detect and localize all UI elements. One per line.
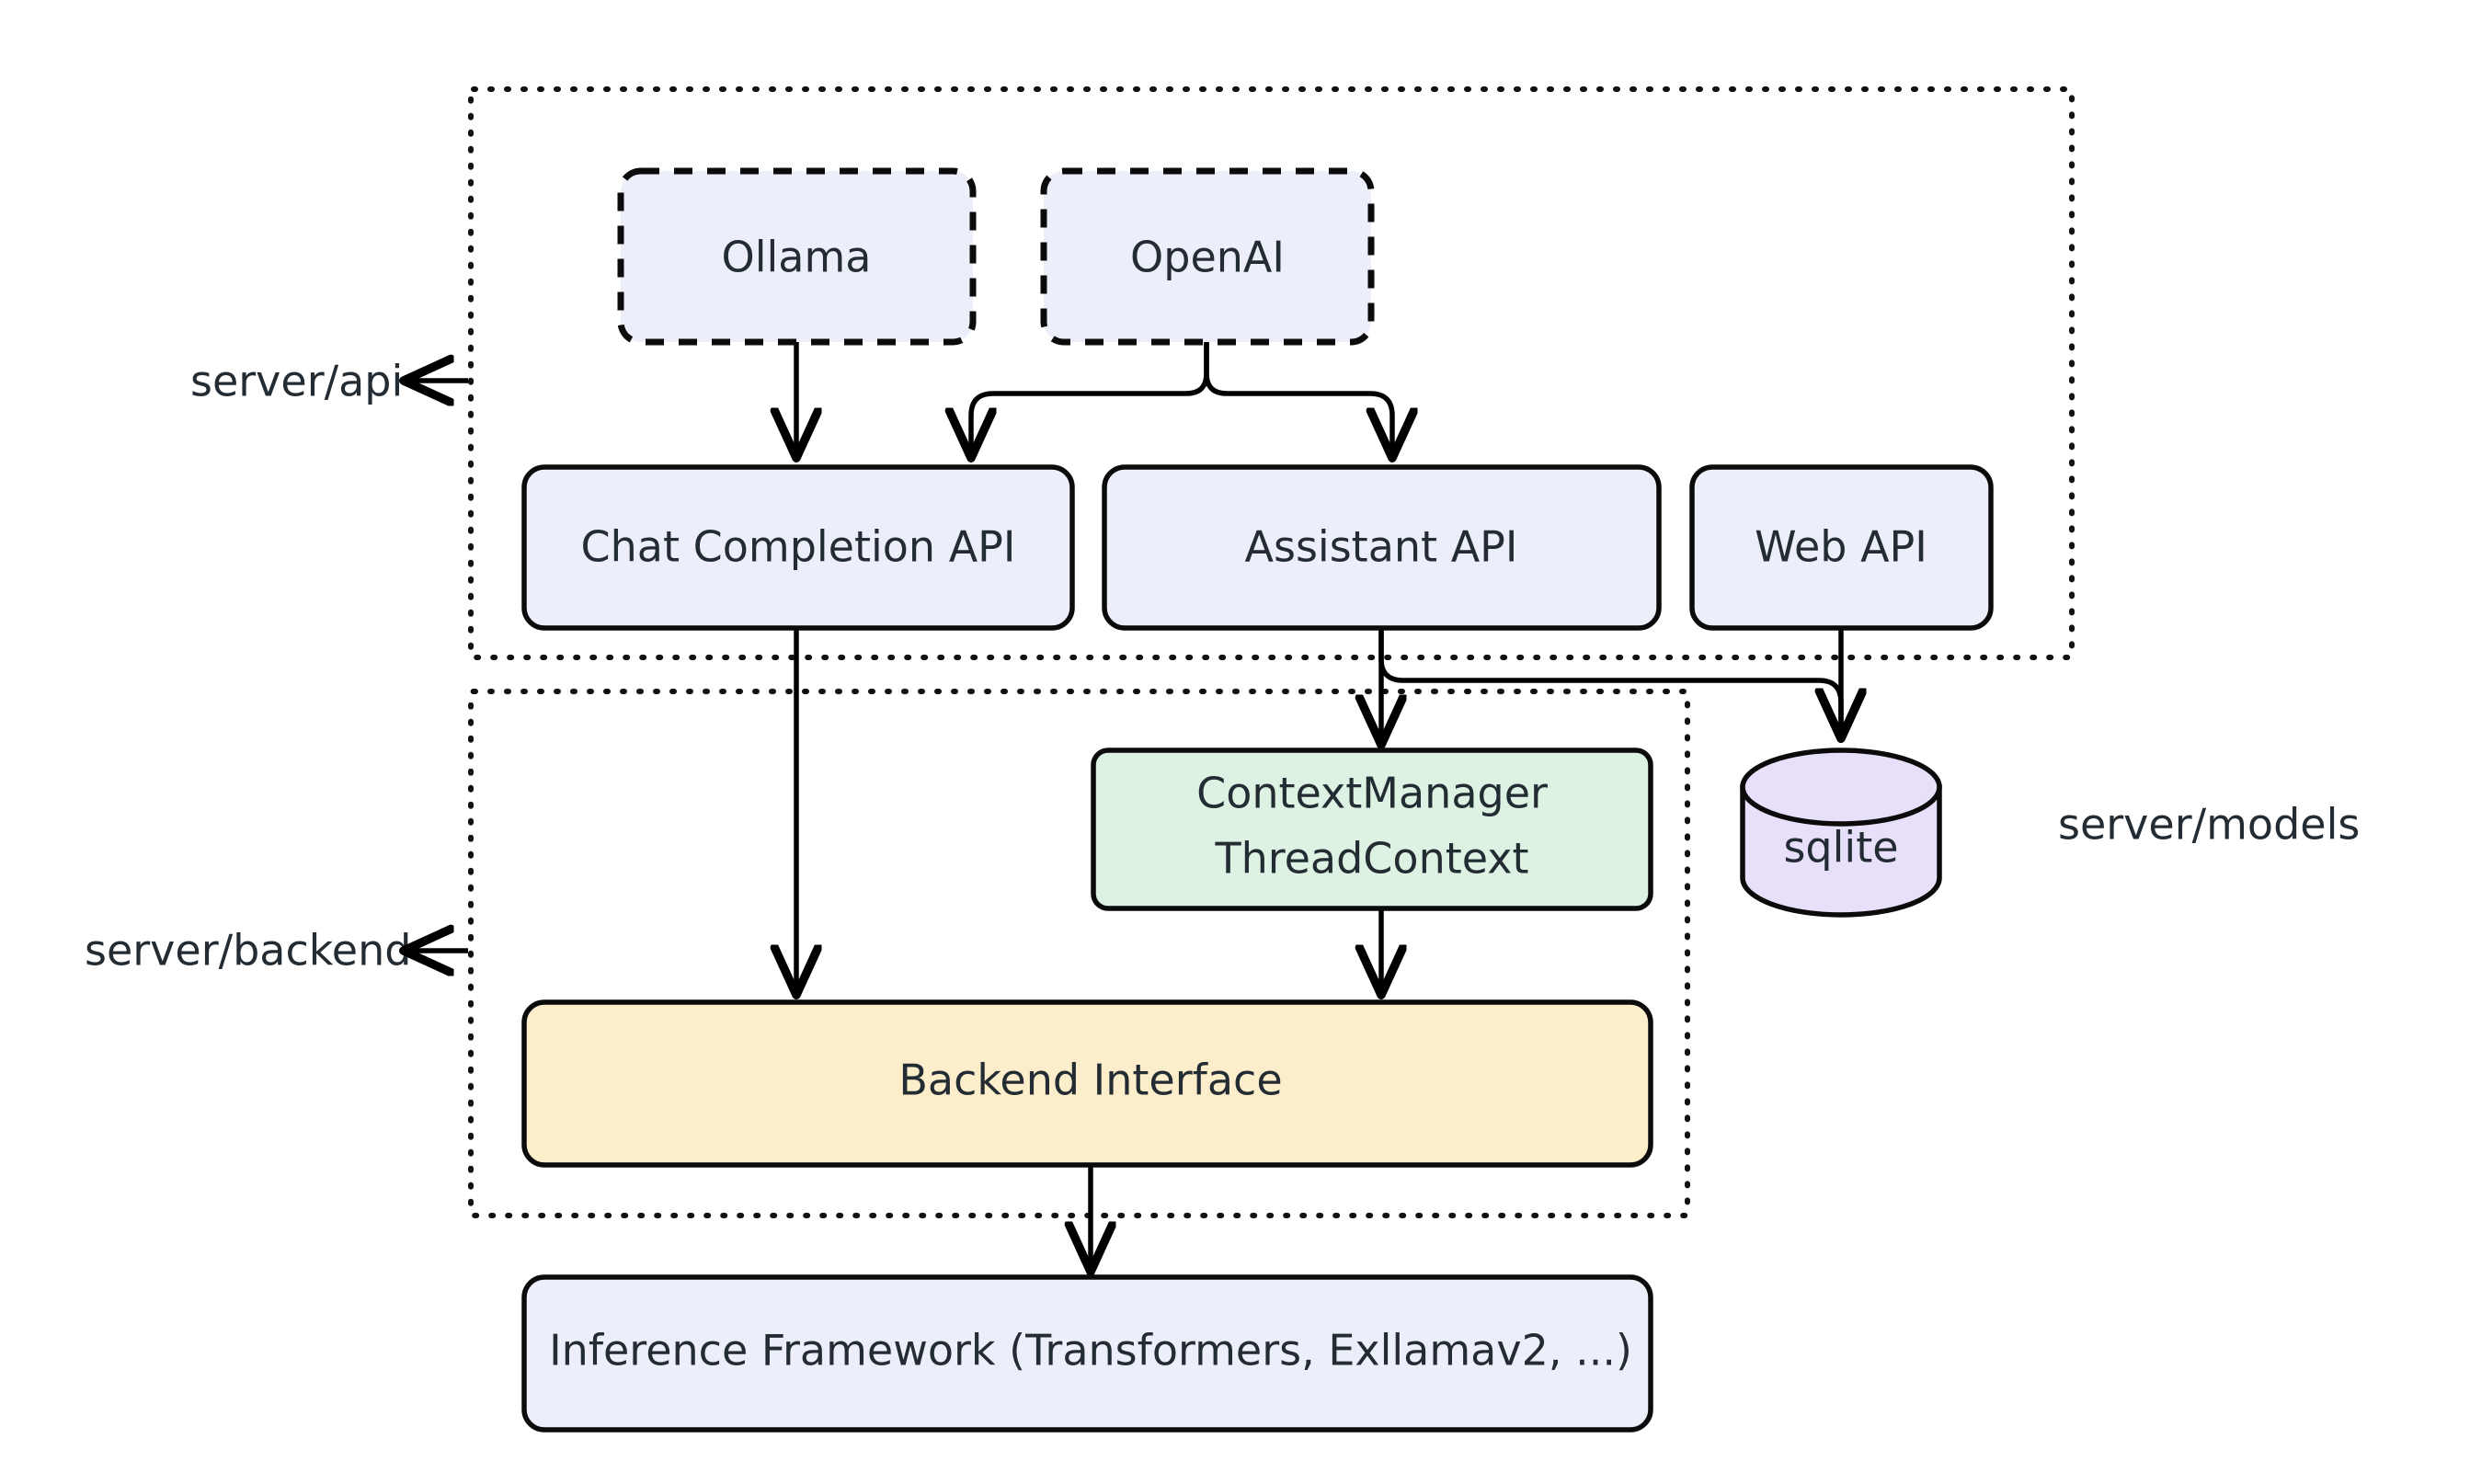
node-openai[interactable]: OpenAI	[1040, 167, 1375, 346]
node-ollama[interactable]: Ollama	[617, 167, 977, 346]
node-web-api-label: Web API	[1755, 522, 1927, 572]
node-openai-label: OpenAI	[1130, 233, 1285, 282]
group-container-server-backend	[468, 689, 1690, 1218]
node-sqlite-label: sqlite	[1783, 823, 1898, 873]
node-ollama-label: Ollama	[722, 233, 872, 282]
node-backend-interface[interactable]: Backend Interface	[521, 999, 1653, 1168]
node-assistant-api[interactable]: Assistant API	[1102, 464, 1662, 631]
edge-openai-to-assistant-api	[1204, 342, 1392, 455]
group-label-server-api-text: server/api	[190, 357, 403, 406]
group-label-server-backend-text: server/backend	[85, 926, 411, 976]
node-context-manager-label-line2: ThreadContext	[1214, 834, 1528, 884]
group-label-server-api: server/api	[190, 357, 468, 406]
node-inference-framework[interactable]: Inference Framework (Transformers, Exlla…	[521, 1274, 1653, 1433]
group-label-server-backend: server/backend	[85, 926, 468, 976]
node-web-api[interactable]: Web API	[1689, 464, 1994, 631]
node-assistant-api-label: Assistant API	[1245, 522, 1518, 572]
node-sqlite-database[interactable]: sqlite	[1740, 748, 1942, 918]
node-inference-framework-label: Inference Framework (Transformers, Exlla…	[549, 1326, 1632, 1376]
group-label-server-models: server/models	[2058, 800, 2360, 850]
node-backend-interface-label: Backend Interface	[898, 1056, 1282, 1105]
node-chat-completion-api[interactable]: Chat Completion API	[521, 464, 1075, 631]
node-context-manager[interactable]: ContextManager ThreadContext	[1091, 748, 1653, 911]
node-chat-completion-api-label: Chat Completion API	[581, 522, 1016, 572]
node-context-manager-label-line1: ContextManager	[1196, 769, 1548, 818]
group-label-server-models-text: server/models	[2058, 800, 2360, 850]
group-container-server-api	[468, 86, 2075, 660]
